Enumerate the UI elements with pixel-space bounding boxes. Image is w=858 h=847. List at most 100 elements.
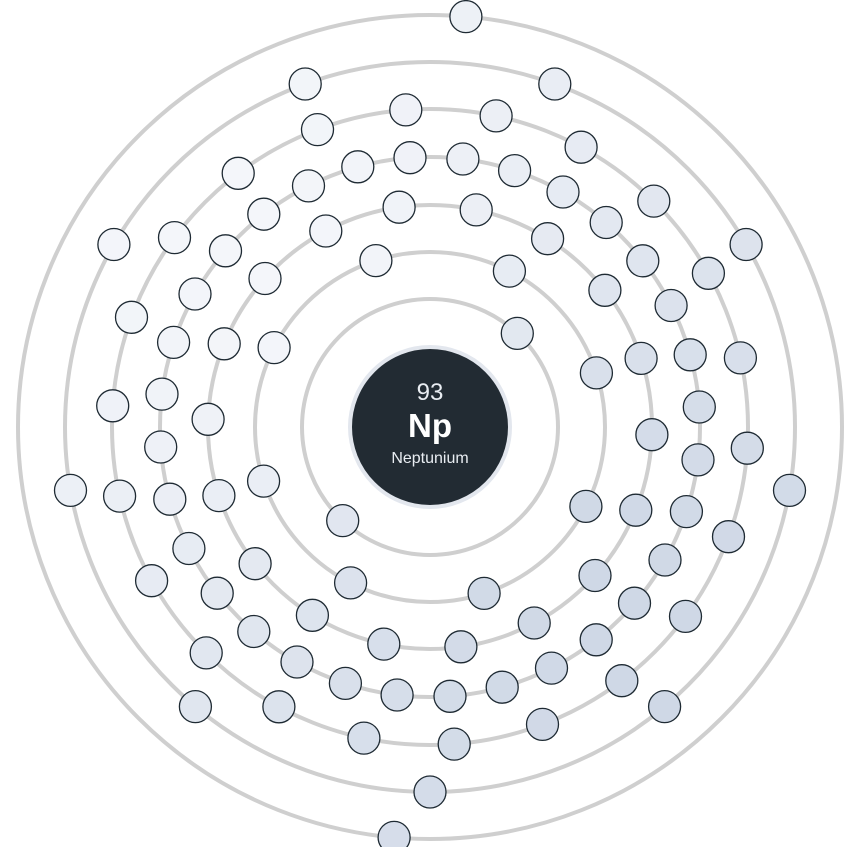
electron-shell-4-17 [380, 678, 414, 712]
electron-shell-2-6 [246, 464, 281, 498]
electron-shell-3-17 [309, 214, 343, 248]
electron-shell-4-2 [497, 153, 532, 188]
electron-shell-5-11 [437, 727, 471, 761]
electron-shell-7-2 [377, 820, 411, 847]
electron-shell-4-1 [446, 142, 480, 176]
electron-shell-3-15 [207, 327, 241, 361]
electron-shell-3-9 [444, 630, 478, 664]
electron-shell-5-7 [711, 520, 746, 554]
electron-shell-4-3 [546, 175, 580, 209]
electron-shell-6-4 [647, 689, 682, 724]
electron-shell-4-22 [172, 531, 206, 566]
electron-shell-2-8 [359, 243, 393, 278]
electron-shell-4-30 [291, 169, 326, 203]
electron-shell-5-6 [730, 431, 764, 465]
element-symbol: Np [408, 407, 452, 444]
electron-shell-3-16 [248, 261, 282, 296]
electron-shell-3-7 [578, 558, 612, 593]
electron-shell-2-1 [492, 254, 527, 288]
electron-shell-4-8 [682, 390, 716, 424]
electron-shell-4-19 [280, 645, 314, 679]
electron-shell-3-8 [517, 606, 551, 640]
electron-shell-3-2 [530, 222, 565, 256]
electron-shell-4-27 [178, 277, 212, 311]
electron-shell-5-9 [605, 664, 639, 698]
atomic-number: 93 [417, 379, 444, 406]
electron-shell-4-32 [393, 141, 427, 175]
shell-2 [253, 250, 607, 604]
electron-shell-4-20 [237, 614, 271, 649]
electron-shell-6-8 [97, 227, 131, 262]
electron-shell-6-2 [729, 227, 763, 262]
electron-shell-4-12 [617, 586, 652, 620]
shell-5 [110, 107, 750, 747]
electron-shell-3-13 [202, 478, 236, 513]
electron-shell-5-16 [102, 479, 137, 513]
electron-shell-5-3 [637, 184, 671, 218]
electron-shell-6-7 [53, 473, 88, 508]
electron-shell-5-4 [691, 256, 726, 290]
electron-shell-4-9 [681, 443, 715, 477]
electron-shell-3-11 [295, 598, 330, 632]
electron-shell-2-5 [333, 566, 368, 600]
electron-shell-6-6 [178, 689, 213, 724]
electron-shell-1-2 [326, 503, 360, 538]
electron-shell-5-17 [96, 389, 130, 423]
electron-shell-4-23 [153, 482, 187, 516]
electron-shell-4-10 [669, 494, 704, 529]
electrons [53, 0, 807, 847]
electron-shell-5-10 [525, 707, 560, 742]
electron-shell-6-1 [538, 67, 572, 101]
electron-shell-4-15 [485, 670, 519, 704]
electron-shell-5-18 [114, 300, 149, 334]
electron-shell-5-8 [668, 599, 703, 634]
electron-shell-3-10 [367, 627, 401, 661]
shell-4 [158, 155, 702, 699]
electron-shell-4-7 [673, 338, 707, 372]
electron-shell-5-20 [221, 156, 255, 190]
electron-shell-4-29 [247, 197, 281, 231]
electron-shell-5-1 [479, 99, 513, 133]
electron-shell-4-26 [156, 325, 191, 360]
electron-shell-2-2 [579, 356, 614, 390]
electron-shell-5-5 [723, 341, 758, 375]
electron-shell-5-2 [564, 130, 598, 164]
electron-shell-4-28 [208, 234, 243, 268]
electron-shell-4-6 [654, 288, 688, 323]
electron-shell-3-18 [382, 190, 416, 224]
electron-shell-6-3 [772, 473, 807, 508]
electron-shell-4-4 [589, 205, 623, 240]
electron-shell-3-14 [191, 402, 225, 436]
electron-shell-5-19 [157, 220, 192, 255]
electron-shell-5-21 [300, 112, 335, 147]
electron-shell-4-24 [144, 430, 178, 464]
electron-shell-2-7 [257, 330, 291, 365]
electron-shell-5-22 [389, 93, 423, 127]
electron-shell-3-5 [635, 418, 669, 452]
electron-shell-4-25 [145, 377, 179, 411]
electron-shell-5-15 [134, 564, 169, 598]
electron-shell-4-11 [648, 543, 682, 577]
nucleus-circle [348, 345, 512, 509]
shell-1 [300, 297, 560, 557]
electron-shell-4-5 [626, 244, 660, 278]
electron-shell-7-1 [449, 0, 483, 34]
shell-7 [16, 13, 844, 841]
electron-shell-5-12 [347, 721, 381, 755]
electron-shell-4-21 [200, 576, 234, 610]
electron-shell-5-14 [189, 636, 223, 670]
electron-shell-3-6 [619, 493, 653, 527]
electron-shell-3-4 [624, 341, 658, 376]
electron-shell-4-13 [579, 623, 613, 657]
electron-shell-3-3 [588, 273, 622, 307]
electron-shell-4-18 [328, 666, 363, 701]
electron-shell-3-1 [459, 193, 493, 227]
electron-shells [16, 13, 844, 841]
electron-shell-6-5 [413, 775, 447, 809]
electron-shell-4-14 [534, 651, 569, 685]
electron-shell-2-3 [569, 489, 603, 524]
electron-shell-3-12 [238, 547, 272, 581]
electron-shell-4-16 [433, 679, 467, 713]
